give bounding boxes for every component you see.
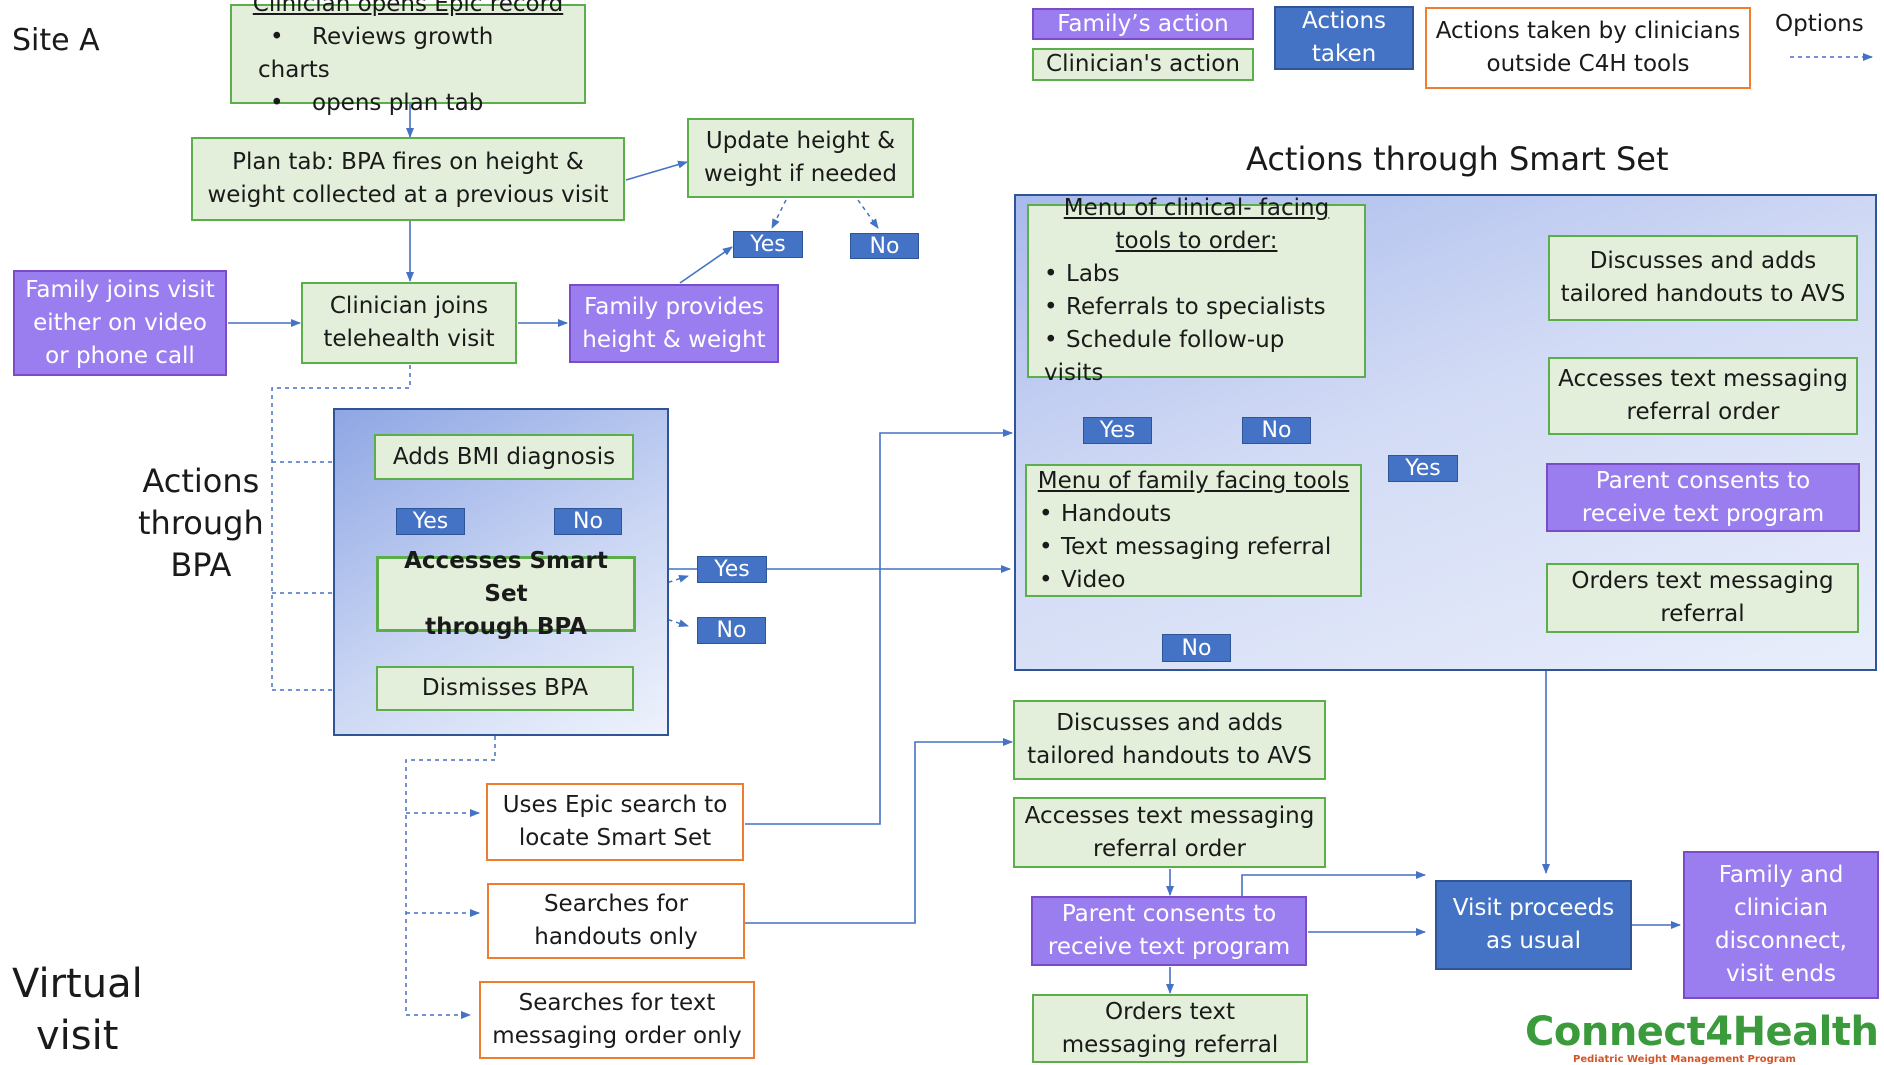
legend-options: Options xyxy=(1775,11,1864,37)
site-label: Site A xyxy=(12,23,100,58)
logo-tagline: Pediatric Weight Management Program xyxy=(1573,1054,1796,1065)
node-adds-bmi-diagnosis: Adds BMI diagnosis xyxy=(374,434,634,480)
tag-yes: Yes xyxy=(733,231,803,258)
tag-no: No xyxy=(850,233,919,259)
tag-yes: Yes xyxy=(396,508,465,535)
node-opens-epic-record: Clinician opens Epic record Reviews grow… xyxy=(230,0,586,116)
tag-no: No xyxy=(697,617,766,644)
legend-clinician-action: Clinician's action xyxy=(1032,48,1254,81)
node-clinical-facing-menu: Menu of clinical- facing tools to order:… xyxy=(1027,195,1366,386)
node-dismisses-bpa: Dismisses BPA xyxy=(376,666,634,711)
tag-no: No xyxy=(1242,417,1311,444)
node-update-height-weight: Update height &weight if needed xyxy=(687,118,914,198)
node-family-facing-menu: Menu of family facing tools Handouts Tex… xyxy=(1025,464,1362,597)
tag-yes: Yes xyxy=(1388,455,1458,482)
node-plan-tab: Plan tab: BPA fires on height &weight co… xyxy=(191,137,625,221)
logo-wordmark: Connect4Health xyxy=(1525,1009,1879,1055)
tag-yes: Yes xyxy=(1083,417,1152,444)
smartset-section-title: Actions through Smart Set xyxy=(1246,140,1669,178)
tag-no: No xyxy=(554,508,622,535)
legend-family-action: Family’s action xyxy=(1032,8,1254,40)
tag-no: No xyxy=(1162,634,1231,662)
tag-yes: Yes xyxy=(697,556,767,583)
connect4health-logo: Connect4Health Pediatric Weight Manageme… xyxy=(1525,1009,1879,1065)
